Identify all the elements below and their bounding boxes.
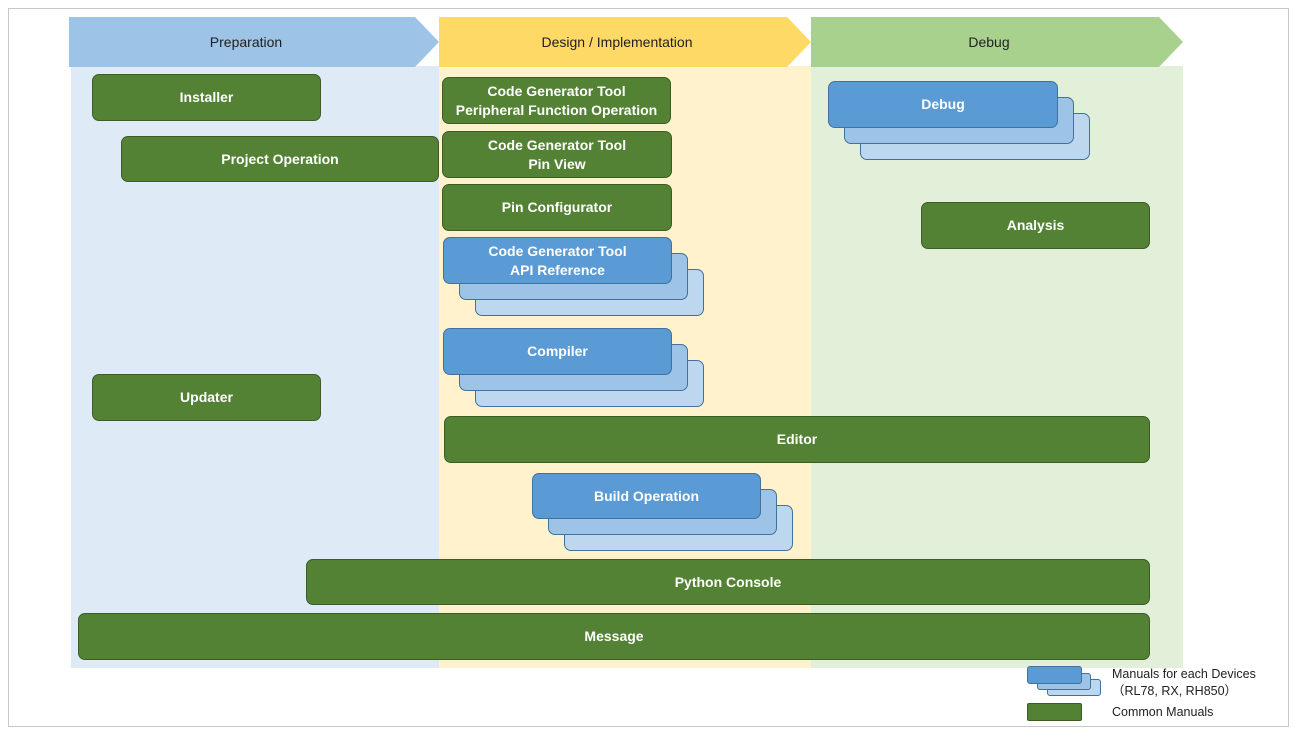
phase-debug-label: Debug — [968, 34, 1010, 50]
message-box: Message — [78, 613, 1150, 660]
editor-label: Editor — [776, 431, 818, 447]
project-operation-box: Project Operation — [121, 136, 439, 182]
codegen-api-line1: Code Generator Tool — [488, 242, 627, 259]
phase-preparation: Preparation — [69, 17, 439, 67]
compiler-label: Compiler — [527, 343, 588, 359]
python-console-label: Python Console — [674, 573, 782, 590]
codegen-peripheral-box: Code Generator Tool Peripheral Function … — [442, 77, 671, 124]
updater-box: Updater — [92, 374, 321, 421]
analysis-box: Analysis — [921, 202, 1150, 249]
phase-design-implementation: Design / Implementation — [439, 17, 811, 67]
pin-configurator-label: Pin Configurator — [501, 199, 613, 215]
debug-label: Debug — [921, 96, 965, 112]
codegen-pinview-box: Code Generator Tool Pin View — [442, 131, 672, 178]
codegen-pinview-line1: Code Generator Tool — [487, 136, 627, 153]
phase-design-label: Design / Implementation — [541, 34, 693, 50]
debug-box: Debug — [828, 81, 1058, 128]
codegen-peripheral-line1: Code Generator Tool — [487, 82, 626, 99]
codegen-api-line2: API Reference — [510, 261, 605, 278]
legend-common-swatch — [1027, 703, 1082, 721]
installer-label: Installer — [179, 89, 234, 105]
updater-label: Updater — [180, 389, 233, 405]
phase-preparation-label: Preparation — [209, 34, 283, 50]
codegen-api-box: Code Generator Tool API Reference — [443, 237, 672, 284]
codegen-peripheral-line2: Peripheral Function Operation — [455, 101, 658, 118]
codegen-pinview-line2: Pin View — [528, 155, 586, 172]
installer-box: Installer — [92, 74, 321, 121]
build-operation-label: Build Operation — [594, 487, 699, 504]
pin-configurator-box: Pin Configurator — [442, 184, 672, 231]
legend-device-manuals-line2: （RL78, RX, RH850） — [1112, 684, 1238, 698]
phase-debug: Debug — [811, 17, 1183, 67]
project-operation-label: Project Operation — [221, 150, 339, 167]
editor-box: Editor — [444, 416, 1150, 463]
compiler-box: Compiler — [443, 328, 672, 375]
python-console-box: Python Console — [306, 559, 1150, 605]
build-operation-box: Build Operation — [532, 473, 761, 519]
analysis-label: Analysis — [1006, 217, 1065, 233]
legend-device-manuals-text: Manuals for each Devices （RL78, RX, RH85… — [1112, 666, 1256, 700]
legend-device-manuals-line1: Manuals for each Devices — [1112, 667, 1256, 681]
legend-device-swatch — [1027, 666, 1082, 684]
legend-common-manuals-text: Common Manuals — [1112, 705, 1214, 719]
message-label: Message — [584, 628, 644, 644]
